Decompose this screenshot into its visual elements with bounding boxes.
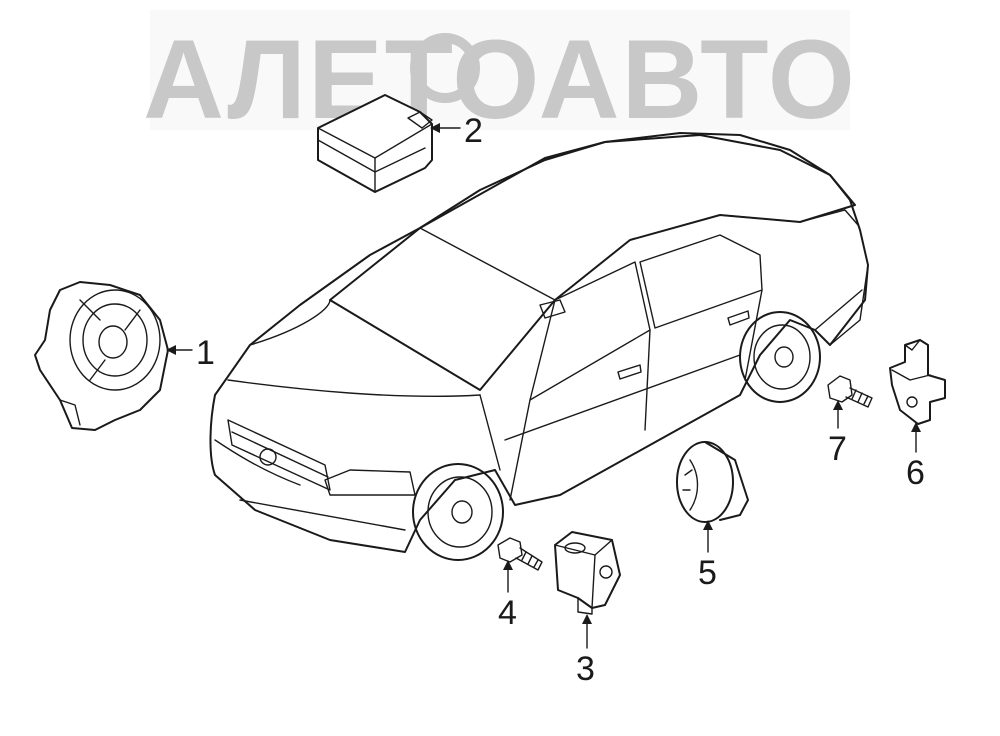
watermark-logo: АЛЕТОАВТО [143, 10, 857, 142]
callout-4: 4 [498, 594, 517, 632]
watermark-text: АЛЕТОАВТО [143, 17, 857, 142]
callout-1: 1 [196, 334, 215, 372]
part-4-bolt [497, 537, 543, 571]
rear-wheel [739, 311, 821, 403]
callout-6: 6 [906, 454, 925, 492]
callout-2: 2 [464, 112, 483, 150]
callout-5: 5 [698, 554, 717, 592]
part-5-horn [676, 441, 749, 523]
part-6-sensor [889, 339, 946, 425]
front-wheel [412, 463, 504, 561]
gear-icon [410, 33, 480, 103]
part-3-sensor [554, 531, 621, 615]
part-2-control-module [317, 94, 433, 193]
part-1-clock-spring [34, 281, 169, 431]
callout-arrows [166, 123, 921, 649]
callout-3: 3 [576, 650, 595, 688]
car-illustration [209, 132, 869, 561]
callout-7: 7 [828, 430, 847, 468]
part-7-bolt [827, 375, 873, 408]
